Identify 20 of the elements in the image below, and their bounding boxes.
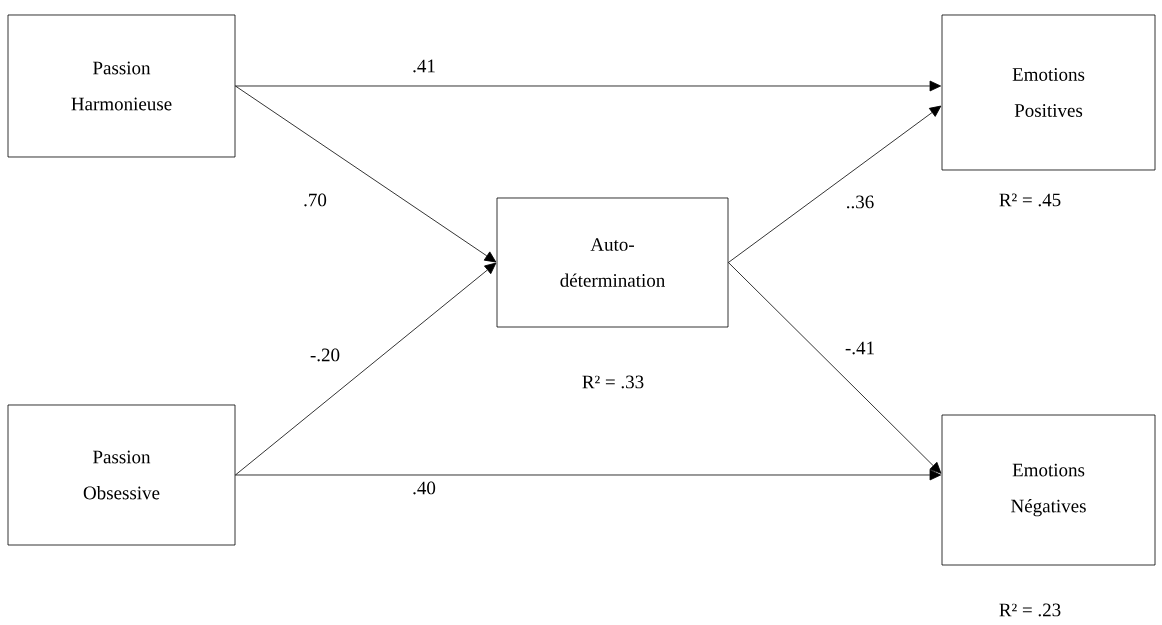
r-squared-label: R² = .45 bbox=[999, 193, 1061, 207]
variable-box: Passion Harmonieuse bbox=[7, 14, 236, 158]
variable-box: Emotions Négatives bbox=[941, 414, 1156, 566]
edge-label: -.20 bbox=[307, 346, 343, 364]
variable-box: Passion Obsessive bbox=[7, 404, 236, 546]
edge-label: .70 bbox=[301, 191, 329, 209]
r-squared-label: R² = .33 bbox=[582, 375, 644, 389]
path-arrow bbox=[235, 469, 942, 481]
path-arrow bbox=[235, 262, 497, 476]
path-arrow bbox=[728, 105, 942, 263]
r-squared-label: R² = .23 bbox=[999, 603, 1061, 617]
path-arrow bbox=[235, 85, 497, 263]
path-arrow bbox=[235, 80, 942, 92]
variable-box: Emotions Positives bbox=[941, 14, 1156, 171]
edge-label: .40 bbox=[410, 479, 438, 497]
edge-label: ..36 bbox=[843, 193, 877, 211]
edge-label: -.41 bbox=[842, 339, 878, 357]
edge-label: .41 bbox=[410, 57, 438, 75]
variable-box: Auto-détermination bbox=[496, 197, 729, 328]
path-arrow bbox=[728, 262, 942, 474]
